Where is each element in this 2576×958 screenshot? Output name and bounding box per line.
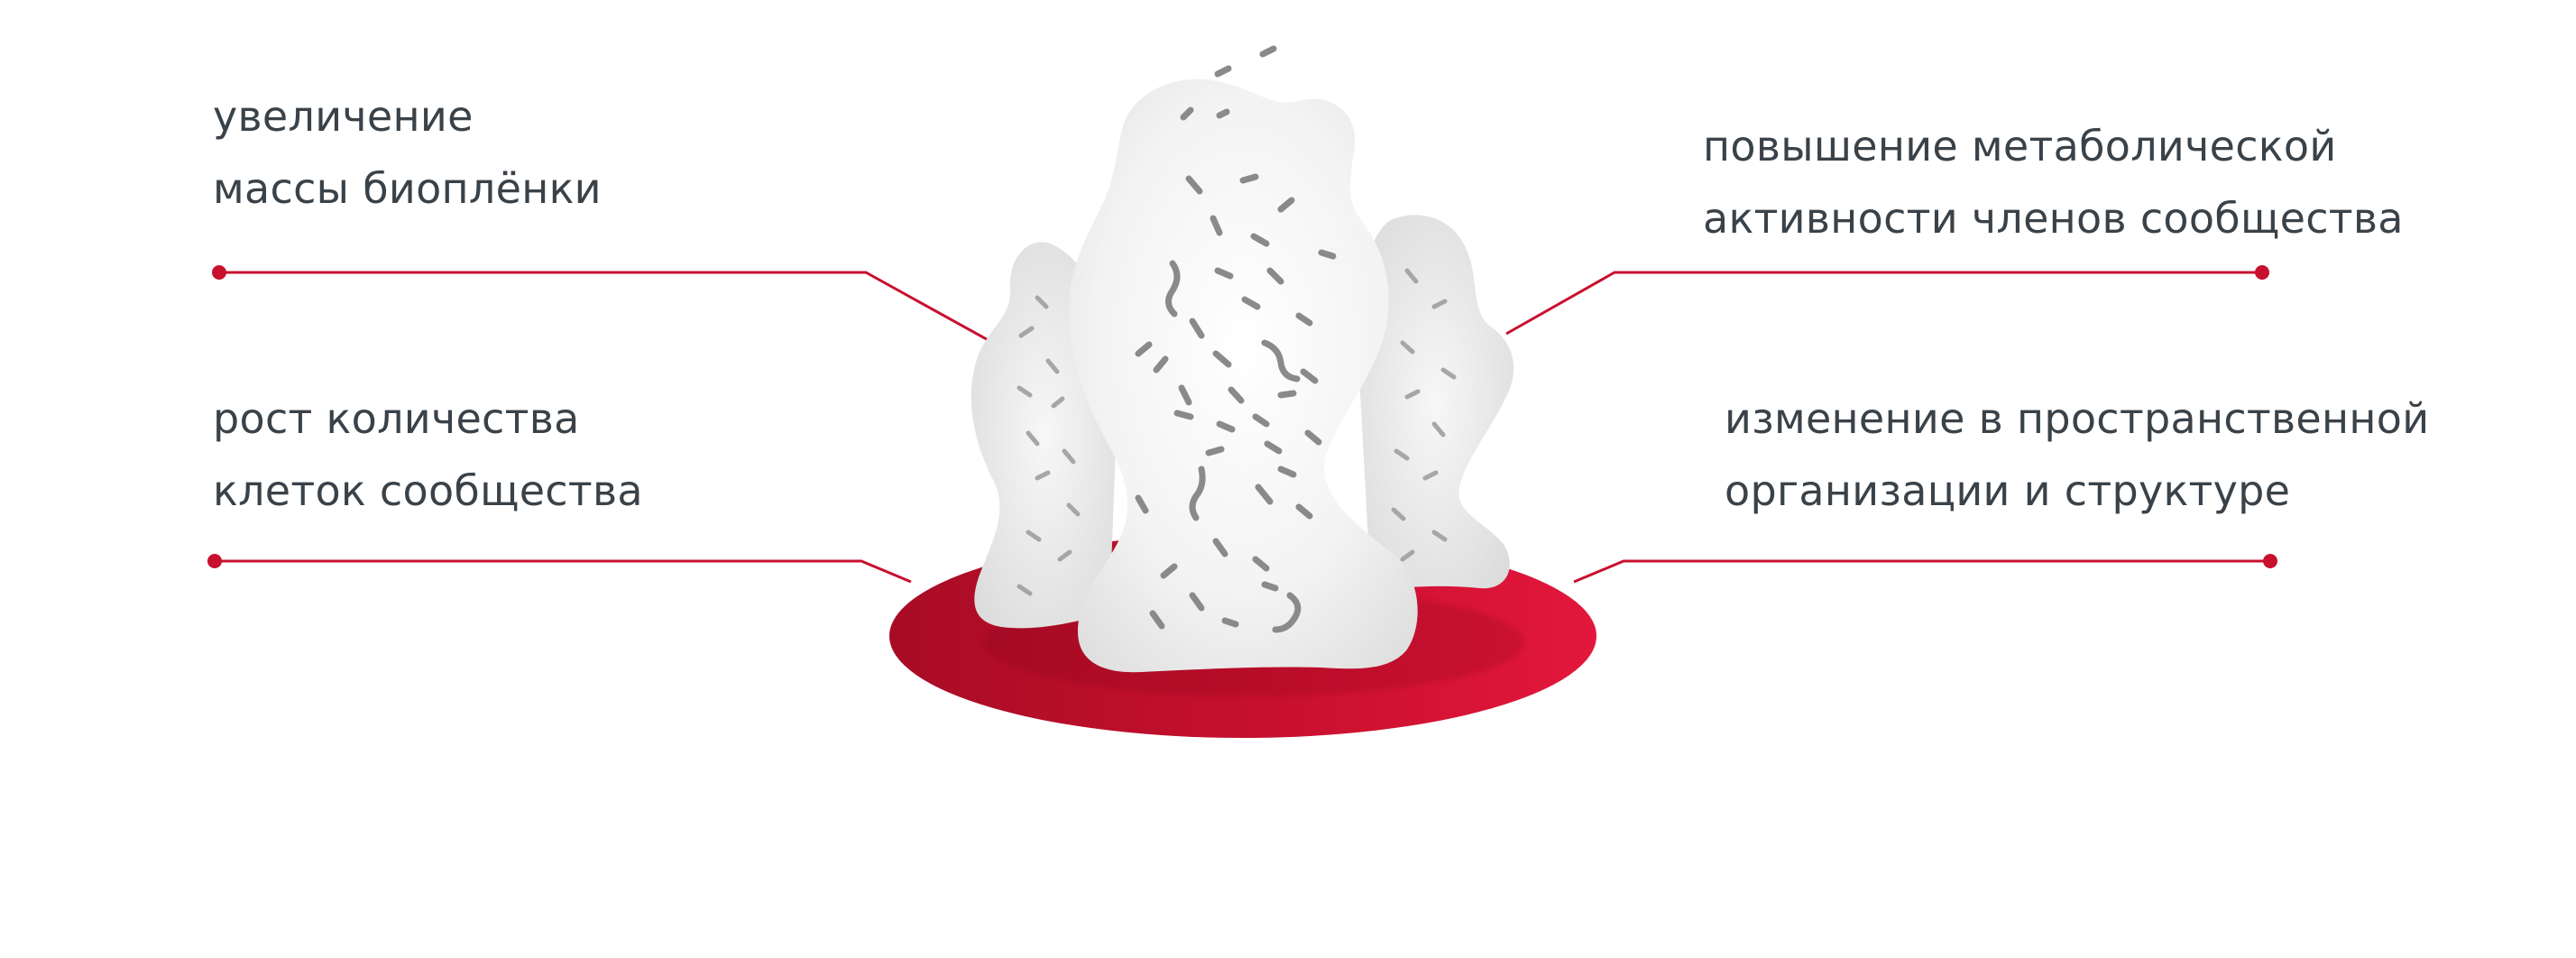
- bacterium: [1277, 390, 1297, 399]
- bacterium: [1252, 556, 1270, 572]
- bacterium: [1264, 440, 1283, 455]
- bacterium: [1062, 448, 1076, 465]
- label-line: рост количества: [213, 394, 580, 443]
- bacterium: [1214, 65, 1232, 78]
- bacterium: [1165, 260, 1181, 318]
- bacterium: [1400, 549, 1415, 562]
- bacterium: [1239, 173, 1259, 184]
- bacterium: [1431, 530, 1448, 542]
- bacterium: [1185, 175, 1203, 195]
- bacterium: [1404, 389, 1421, 400]
- bacterium: [1216, 108, 1230, 119]
- bacterium: [1205, 446, 1225, 456]
- label-line: массы биоплёнки: [213, 164, 602, 213]
- bacterium: [1210, 215, 1223, 236]
- bacterium: [1189, 465, 1206, 521]
- bacterium: [1153, 355, 1169, 373]
- bacterium: [1035, 295, 1049, 309]
- bacterium: [1300, 368, 1319, 384]
- bacterium: [1026, 530, 1042, 542]
- bacterium: [1212, 350, 1232, 368]
- dot-bottom-left: [207, 554, 222, 568]
- label-line: активности членов сообщества: [1703, 194, 2404, 243]
- dot-bottom-right: [2263, 554, 2277, 568]
- bacterium: [1304, 429, 1322, 446]
- bacterium: [1440, 367, 1457, 380]
- bacterium: [1026, 430, 1040, 447]
- connector-top-right: [1505, 271, 2262, 336]
- bacterium: [1017, 385, 1033, 398]
- bacterium: [1135, 341, 1153, 357]
- bacterium: [1277, 465, 1297, 478]
- bacterium: [1431, 299, 1448, 309]
- bacterium: [1272, 592, 1302, 633]
- bacterium: [1178, 384, 1192, 406]
- bacterium: [1259, 45, 1277, 58]
- bacterium: [1295, 503, 1313, 520]
- bacterium: [1212, 538, 1228, 557]
- bacterium: [1394, 448, 1410, 461]
- bacterium: [1422, 470, 1439, 481]
- dot-top-left: [212, 265, 226, 280]
- bacterium: [1404, 268, 1419, 284]
- bacterium: [1057, 549, 1072, 562]
- bacterium: [1189, 592, 1205, 612]
- bacterium: [1149, 610, 1165, 630]
- bacterium: [1295, 312, 1313, 327]
- bacterium: [1261, 339, 1301, 382]
- bacterium: [1216, 420, 1236, 433]
- bacterium: [1252, 413, 1270, 428]
- bacterium: [1391, 507, 1406, 521]
- label-line: увеличение: [213, 92, 474, 141]
- connector-top-left: [219, 271, 1002, 349]
- bacterium: [1431, 421, 1446, 438]
- label-line: организации и структуре: [1725, 466, 2291, 515]
- bacterium: [1035, 470, 1051, 481]
- bacteria-sides: [1017, 268, 1457, 596]
- bacterium: [1214, 267, 1234, 280]
- label-biofilm-mass: увеличение массы биоплёнки: [213, 80, 602, 225]
- connector-dots: [207, 265, 2277, 568]
- bacterium: [1266, 267, 1284, 285]
- bacterium: [1051, 396, 1065, 409]
- bacterium: [1180, 106, 1194, 121]
- connector-bottom-right: [1573, 559, 2270, 584]
- bacterium: [1318, 249, 1337, 260]
- label-line: клеток сообщества: [213, 466, 643, 515]
- bacterium: [1221, 617, 1239, 628]
- bacteria-center: [1135, 45, 1337, 633]
- bacterium: [1066, 502, 1081, 517]
- bacterium: [1241, 296, 1261, 310]
- bacterium: [1250, 233, 1270, 247]
- bacterium: [1189, 318, 1205, 339]
- bacterium: [1261, 581, 1279, 592]
- bacterium: [1017, 584, 1033, 596]
- bacterium: [1160, 563, 1178, 579]
- bacterium: [1045, 358, 1060, 374]
- bacterium: [1255, 484, 1274, 505]
- bacterium: [1173, 410, 1194, 420]
- bacterium: [1228, 386, 1245, 404]
- bacterium: [1400, 340, 1415, 355]
- bacterium: [1135, 494, 1149, 514]
- bacterium: [1018, 326, 1035, 338]
- dot-top-right: [2255, 265, 2269, 280]
- bacterium: [1277, 197, 1295, 213]
- label-metabolic-activity: повышение метаболической активности член…: [1703, 110, 2404, 254]
- biofilm-mass-right: [1357, 215, 1514, 591]
- label-spatial-structure: изменение в пространственной организации…: [1725, 382, 2429, 527]
- biofilm-mass-center: [1069, 78, 1418, 673]
- label-line: повышение метаболической: [1703, 122, 2337, 170]
- label-line: изменение в пространственной: [1725, 394, 2430, 443]
- label-cell-count: рост количества клеток сообщества: [213, 382, 643, 527]
- connector-bottom-left: [215, 559, 912, 584]
- connector-lines: [215, 271, 2270, 584]
